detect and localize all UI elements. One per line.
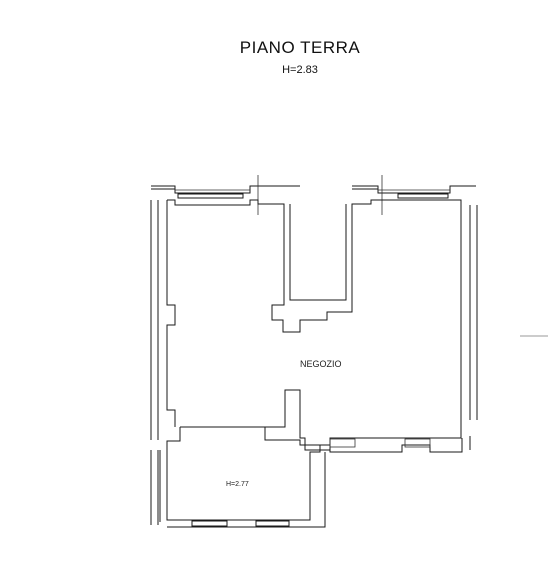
secondary-room-walls	[159, 427, 326, 528]
plan-title: PIANO TERRA	[239, 38, 361, 57]
window-bottom	[191, 520, 290, 527]
top-wall-right	[352, 175, 476, 215]
main-room-bottom	[305, 438, 463, 453]
plan-height-label: H=2.83	[282, 64, 318, 76]
main-room-walls	[166, 199, 462, 451]
left-outer-wall	[150, 200, 159, 525]
window-top-left	[177, 193, 244, 199]
room-label-negozio: NEGOZIO	[300, 359, 342, 369]
top-wall-left	[151, 175, 300, 215]
right-outer-wall	[469, 205, 478, 450]
window-top-right	[397, 193, 449, 199]
room-height-label: H=2.77	[226, 481, 249, 488]
